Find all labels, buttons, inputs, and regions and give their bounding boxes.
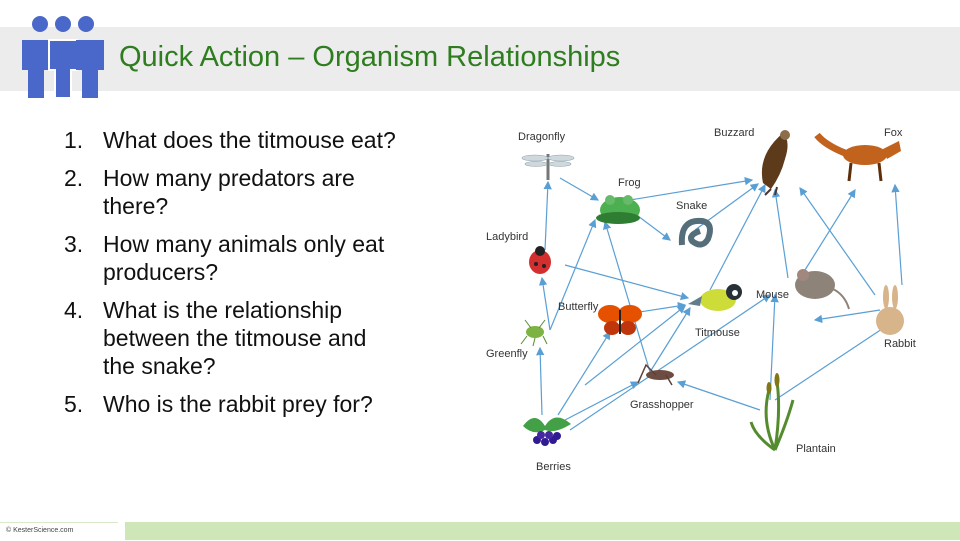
greenfly-icon [520,319,548,347]
arrow [603,220,651,373]
arrow [649,306,691,373]
question-number: 3. [64,231,84,257]
list-item: 5. Who is the rabbit prey for? [64,390,404,418]
arrow [564,381,640,421]
organism-label-buzzard: Buzzard [714,127,754,139]
organism-label-grasshopper: Grasshopper [630,399,694,411]
arrow [629,177,754,201]
footer-left [0,522,118,541]
food-web-diagram: Dragonfly Buzzard Fox Frog Snake Ladybir… [486,127,916,473]
organism-label-butterfly: Butterfly [558,301,599,313]
arrow [709,183,766,291]
organism-label-berries: Berries [536,461,571,473]
berries-icon [523,417,571,446]
arrow [584,305,686,386]
arrow [557,330,611,416]
titmouse-icon [688,284,742,311]
organism-label-plantain: Plantain [796,443,836,455]
list-item: 4. What is the relationship between the t… [64,296,404,380]
question-list: 1. What does the titmouse eat? 2. How many… [64,126,404,428]
organism-label-frog: Frog [618,177,641,189]
ladybird-icon [529,246,551,274]
arrow [771,188,789,279]
arrow [559,177,600,201]
frog-icon [596,195,640,224]
organism-label-mouse: Mouse [756,289,789,301]
question-text: What is the relationship between the tit… [103,297,367,379]
butterfly-icon [598,305,642,335]
arrow [813,309,881,324]
rabbit-icon [876,285,904,335]
arrow [569,294,771,431]
dragonfly-icon [521,154,575,180]
arrow [543,180,552,251]
arrow [538,276,551,331]
copyright-text: © KesterScience.com [6,527,74,534]
arrow [549,218,597,331]
arrow [769,293,779,401]
organism-label-dragonfly: Dragonfly [518,131,566,143]
list-item: 2. How many predators are there? [64,164,404,220]
arrow [799,187,876,296]
footer-bar [125,522,960,540]
organism-label-rabbit: Rabbit [884,338,916,350]
question-number: 2. [64,165,84,191]
plantain-icon [749,373,795,452]
mouse-icon [795,269,850,310]
snake-icon [678,217,713,248]
question-number: 5. [64,391,84,417]
team-people-icon [18,12,108,102]
organism-label-snake: Snake [676,200,707,212]
question-text: What does the titmouse eat? [103,127,396,153]
question-number: 4. [64,297,84,323]
arrow [676,380,761,411]
arrow [891,183,903,286]
grasshopper-icon [637,363,674,386]
buzzard-icon [761,130,790,196]
question-text: Who is the rabbit prey for? [103,391,373,417]
organism-label-ladybird: Ladybird [486,231,528,243]
page-title: Quick Action – Organism Relationships [119,41,621,73]
arrow [564,264,690,301]
organism-label-fox: Fox [884,127,903,139]
organism-label-titmouse: Titmouse [695,327,740,339]
list-item: 1. What does the titmouse eat? [64,126,404,154]
organism-label-greenfly: Greenfly [486,348,528,360]
title-bar [0,27,960,91]
question-text: How many predators are there? [103,165,355,219]
question-text: How many animals only eat producers? [103,231,385,285]
arrow [536,346,545,416]
question-number: 1. [64,127,84,153]
list-item: 3. How many animals only eat producers? [64,230,404,286]
arrow [774,324,889,401]
fox-icon [814,132,901,182]
